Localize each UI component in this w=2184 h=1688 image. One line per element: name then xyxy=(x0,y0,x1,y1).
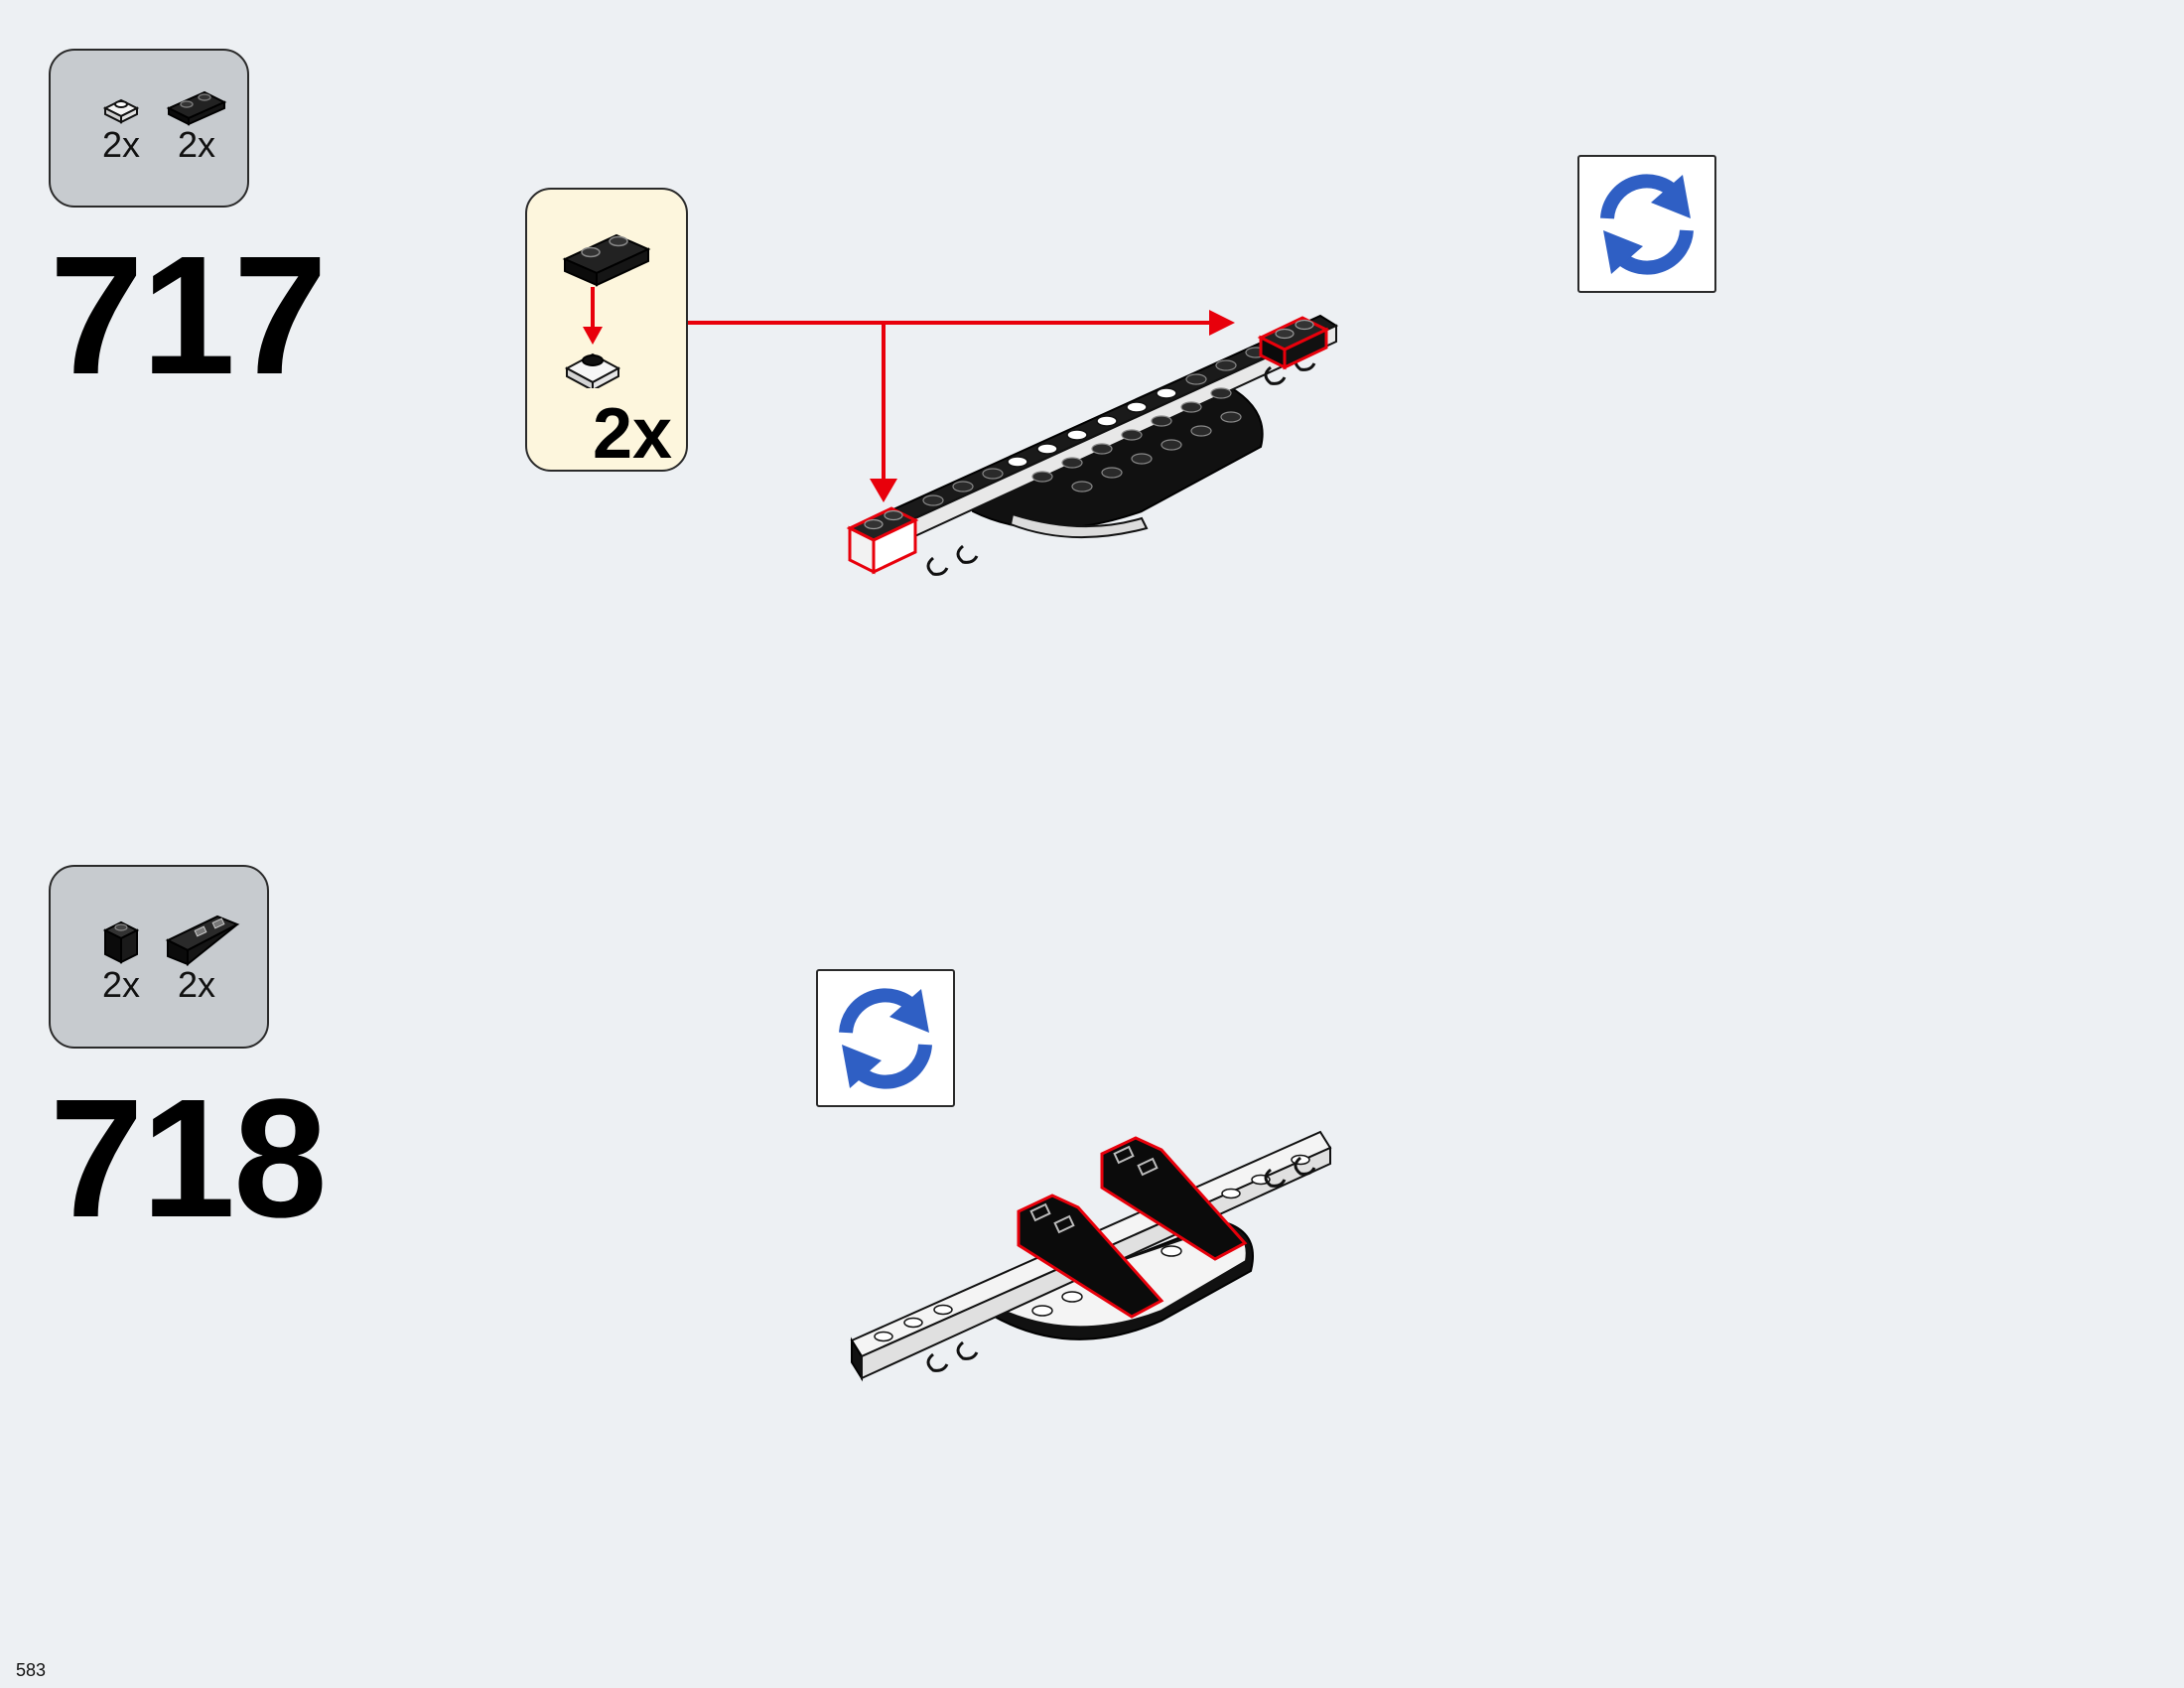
black-inverted-slope-icon xyxy=(165,914,240,966)
part-qty: 2x xyxy=(101,124,141,165)
rotate-model-icon xyxy=(1577,155,1716,293)
step-number: 718 xyxy=(50,1064,328,1253)
part-black-plate: 2x xyxy=(162,86,231,164)
page-number: 583 xyxy=(16,1660,47,1680)
model-assembly-718 xyxy=(850,1130,1332,1382)
subassembly-callout: 2x xyxy=(525,188,688,472)
white-round-plate-1x1-icon xyxy=(102,98,140,124)
part-qty: 2x xyxy=(101,964,141,1005)
parts-list-718: 2x 2x xyxy=(49,865,269,1049)
part-qty: 2x xyxy=(177,124,216,165)
part-black-inverted-slope: 2x xyxy=(162,907,240,1005)
model-assembly-717 xyxy=(846,314,1339,576)
part-black-brick: 2x xyxy=(86,916,156,1004)
part-qty: 2x xyxy=(177,964,216,1005)
rotate-model-icon xyxy=(816,969,955,1107)
part-white-round-plate: 2x xyxy=(86,90,156,164)
subassembly-diagram xyxy=(562,233,651,388)
parts-list-717: 2x 2x xyxy=(49,49,249,208)
black-brick-1x1-icon xyxy=(102,920,140,964)
arrow-down-icon xyxy=(583,327,603,345)
step-number: 717 xyxy=(50,221,328,410)
callout-qty: 2x xyxy=(593,394,673,474)
new-part-highlight xyxy=(1017,1136,1248,1319)
black-plate-1x2-icon xyxy=(166,90,227,126)
